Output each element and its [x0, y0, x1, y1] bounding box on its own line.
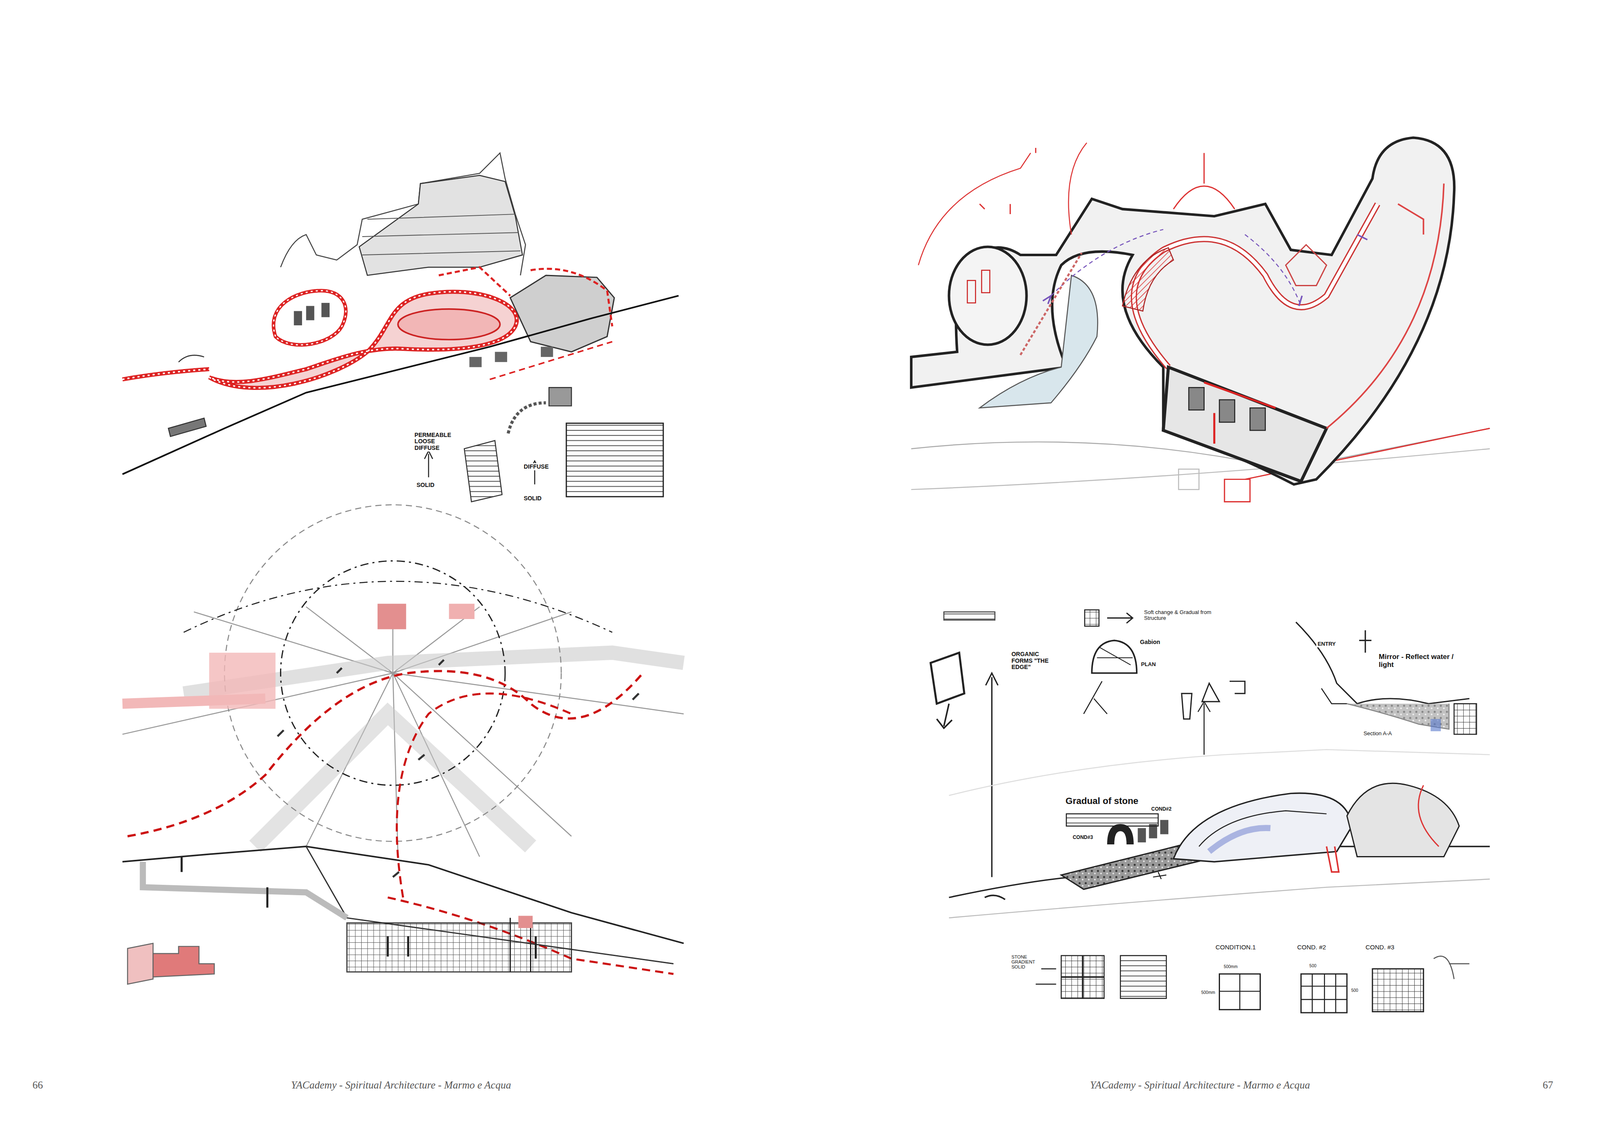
condition-label: COND#3	[1071, 834, 1095, 841]
page-number: 67	[1542, 1079, 1554, 1092]
sketch-note: Mirror - Reflect water / light	[1377, 652, 1467, 670]
sketch-note: Soft change & Gradual from Structure	[1142, 609, 1233, 623]
material-note: SOLID	[522, 495, 543, 503]
dimension: 500mm	[1222, 964, 1239, 970]
material-note: PERMEABLE LOOSE DIFFUSE	[413, 431, 455, 452]
page-number: 66	[32, 1079, 43, 1092]
sketch-note: Gradual of stone	[1064, 795, 1140, 807]
condition-label: COND. #2	[1295, 943, 1328, 952]
condition-label: CONDITION.1	[1214, 943, 1258, 952]
dimension: 500mm	[1200, 990, 1217, 996]
material-note: SOLID	[415, 481, 436, 489]
dimension: 500	[1350, 987, 1360, 994]
perspective-section-sketch	[122, 505, 684, 985]
material-note: DIFFUSE	[522, 463, 550, 471]
site-plan-sketch	[122, 152, 679, 502]
sketch-note: ORGANIC FORMS "THE EDGE"	[1010, 650, 1062, 671]
section-label: Section A-A	[1362, 730, 1393, 738]
condition-label: COND#2	[1150, 806, 1173, 813]
running-footer: YACademy - Spiritual Architecture - Marm…	[1090, 1079, 1310, 1092]
running-footer: YACademy - Spiritual Architecture - Marm…	[290, 1079, 511, 1092]
concept-sketch	[930, 610, 1490, 1013]
material-note: STONE GRADIENT SOLID	[1010, 954, 1042, 970]
sketch-note: PLAN	[1140, 661, 1158, 668]
dimension: 500	[1308, 963, 1318, 969]
sketch-note: ENTRY	[1316, 640, 1338, 648]
building-plan-sketch	[911, 137, 1490, 503]
sketch-note: Gabion	[1138, 638, 1162, 646]
condition-label: COND. #3	[1364, 943, 1396, 952]
